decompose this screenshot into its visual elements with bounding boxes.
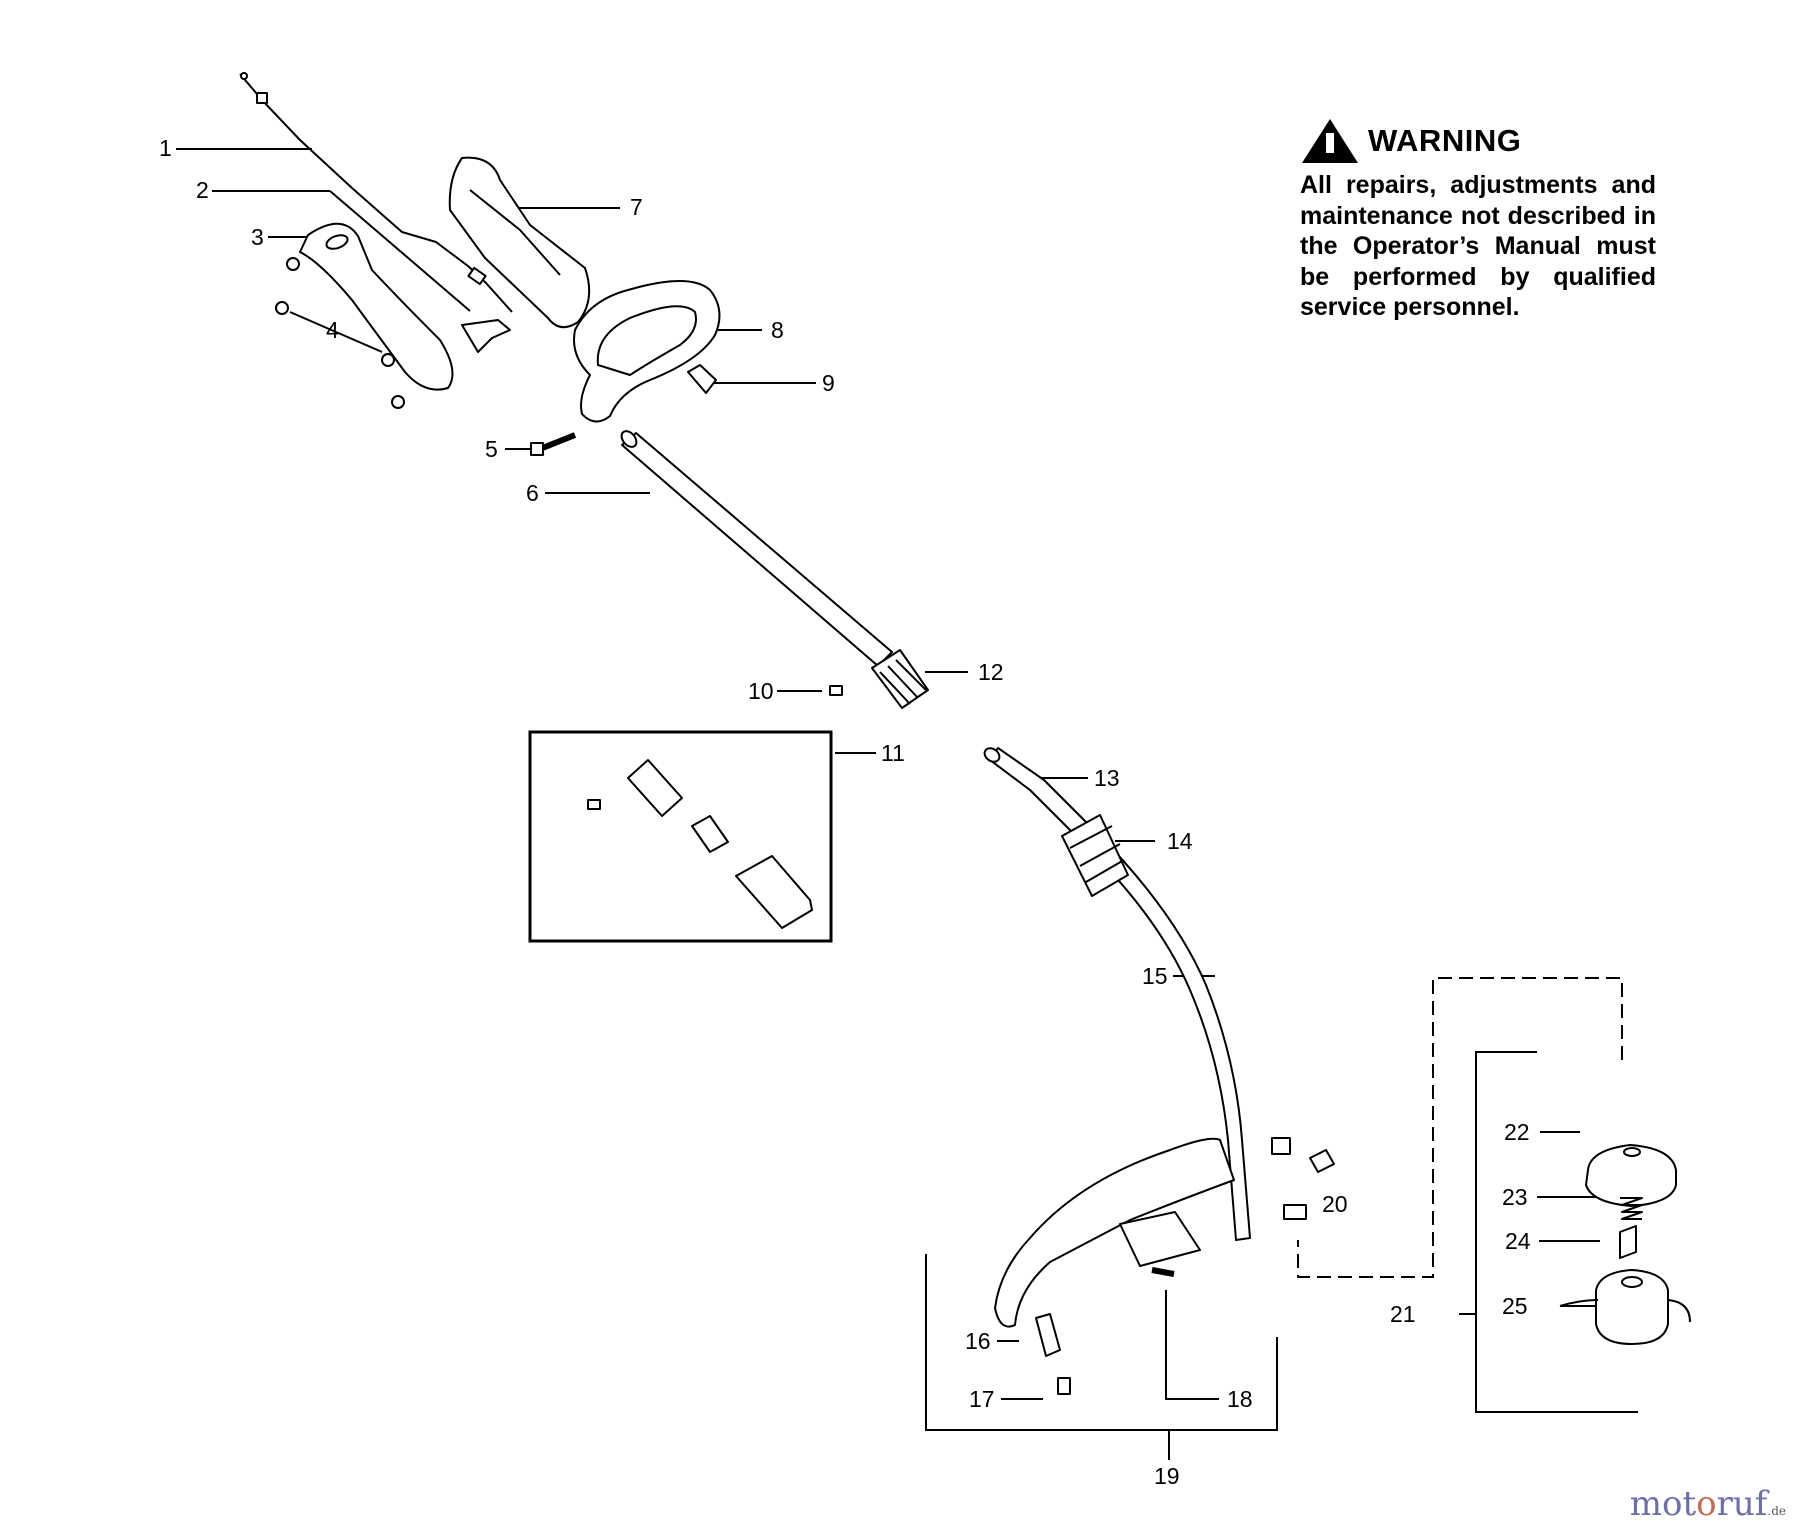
- warning-title: WARNING: [1368, 123, 1522, 158]
- part-label-11: 11: [881, 740, 905, 766]
- part-label-24: 24: [1505, 1228, 1531, 1254]
- part-label-25: 25: [1502, 1293, 1528, 1319]
- part-label-23: 23: [1502, 1184, 1528, 1210]
- part-label-16: 16: [965, 1328, 991, 1354]
- part-label-4: 4: [326, 317, 339, 343]
- part-label-5: 5: [485, 436, 498, 462]
- spring: [1620, 1197, 1643, 1220]
- part-label-12: 12: [978, 659, 1004, 685]
- upper-shaft: [621, 432, 893, 667]
- guard: [994, 1137, 1235, 1328]
- guard-screw: [1151, 1267, 1175, 1277]
- watermark-part-2: o: [1696, 1484, 1717, 1524]
- watermark-tld: .de: [1767, 1504, 1786, 1518]
- part-label-22: 22: [1504, 1119, 1530, 1145]
- warning-triangle-icon: [1302, 119, 1358, 163]
- part-label-15: 15: [1142, 963, 1168, 989]
- part-label-21: 21: [1390, 1301, 1416, 1327]
- part-label-3: 3: [251, 224, 264, 250]
- bolt: [538, 432, 577, 452]
- part-label-10: 10: [748, 678, 774, 704]
- handle-half-7: [448, 156, 591, 329]
- inset-sleeve: [735, 855, 813, 929]
- part-label-6: 6: [526, 480, 539, 506]
- screws: [275, 257, 405, 409]
- part-label-13: 13: [1094, 765, 1120, 791]
- inset-coupler: [627, 759, 683, 817]
- clamp: [1309, 1149, 1335, 1173]
- eyelet: [1619, 1225, 1637, 1259]
- warning-text: All repairs, adjustments and maintenance…: [1300, 171, 1656, 321]
- inset-bushing: [691, 815, 729, 853]
- lower-shaft: [989, 747, 1251, 1241]
- motoruf-watermark: motoruf.de: [1630, 1484, 1786, 1524]
- part-label-14: 14: [1167, 828, 1193, 854]
- wing-nut: [687, 364, 717, 394]
- part-label-17: 17: [969, 1386, 995, 1412]
- part-label-8: 8: [771, 317, 784, 343]
- part-label-9: 9: [822, 370, 835, 396]
- part-label-19: 19: [1154, 1463, 1180, 1489]
- warning-header: WARNING: [1300, 116, 1656, 166]
- watermark-part-1: mot: [1629, 1484, 1697, 1524]
- spool: [1595, 1269, 1669, 1345]
- shaft-grip: [1061, 814, 1129, 897]
- trigger: [461, 319, 511, 353]
- guard-blade: [1035, 1313, 1061, 1357]
- part-label-2: 2: [196, 177, 209, 203]
- warning-notice: WARNING All repairs, adjustments and mai…: [1300, 116, 1656, 323]
- handle-half: [299, 222, 454, 391]
- part-label-7: 7: [630, 194, 643, 220]
- part-label-20: 20: [1322, 1191, 1348, 1217]
- spool-cover: [1585, 1144, 1677, 1207]
- part-label-1: 1: [159, 135, 172, 161]
- watermark-part-3: ruf: [1716, 1484, 1768, 1524]
- part-label-18: 18: [1227, 1386, 1253, 1412]
